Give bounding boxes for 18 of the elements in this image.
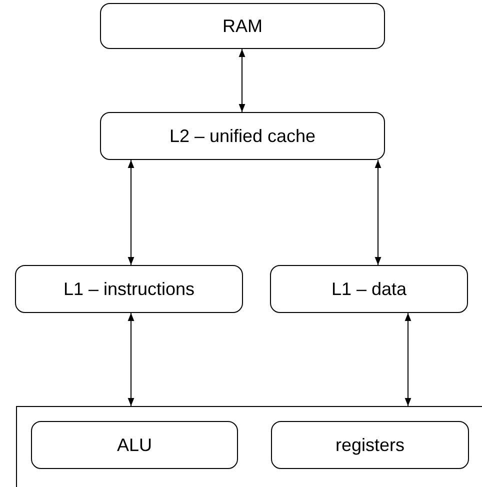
box-label: registers	[335, 434, 405, 456]
process-box	[270, 265, 468, 313]
container-box	[16, 406, 482, 487]
arrow	[374, 160, 382, 266]
arrow	[128, 160, 134, 266]
box-label: ALU	[116, 434, 152, 456]
box-label: L1 – instructions	[63, 278, 195, 300]
process-box	[271, 421, 469, 469]
arrow	[404, 312, 412, 406]
box-label: RAM	[222, 16, 262, 36]
arrow	[238, 48, 246, 112]
process-box	[100, 112, 385, 160]
process-box	[100, 3, 385, 49]
box-label: L1 – data	[331, 278, 407, 300]
box-label: L2 – unified cache	[169, 126, 316, 146]
process-box	[15, 265, 243, 313]
arrow	[128, 312, 134, 406]
process-box	[31, 421, 238, 469]
